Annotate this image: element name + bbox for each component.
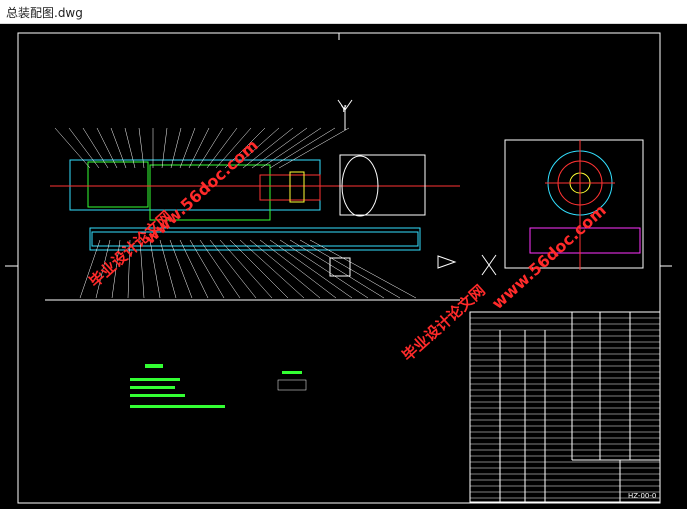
- leader-lines: [54, 127, 417, 299]
- technical-notes: [130, 364, 307, 408]
- title-block: [469, 311, 661, 503]
- parts-list-rows: [470, 317, 660, 499]
- main-assembly-view: [45, 99, 497, 301]
- axis-y-label: Y: [340, 105, 347, 115]
- part-number: HZ-00-0: [628, 492, 656, 500]
- title-bar: 总装配图.dwg: [0, 0, 687, 24]
- side-view: [504, 139, 644, 270]
- svg-text:毕业设计论文网: 毕业设计论文网: [399, 281, 489, 365]
- cad-drawing-canvas[interactable]: HZ-00-0 Y: [0, 24, 687, 509]
- svg-text:www.56doc.com: www.56doc.com: [488, 201, 610, 313]
- drawing-frame: [5, 32, 672, 504]
- svg-text:毕业设计论文网: 毕业设计论文网: [86, 207, 176, 291]
- window-title: 总装配图.dwg: [6, 6, 83, 20]
